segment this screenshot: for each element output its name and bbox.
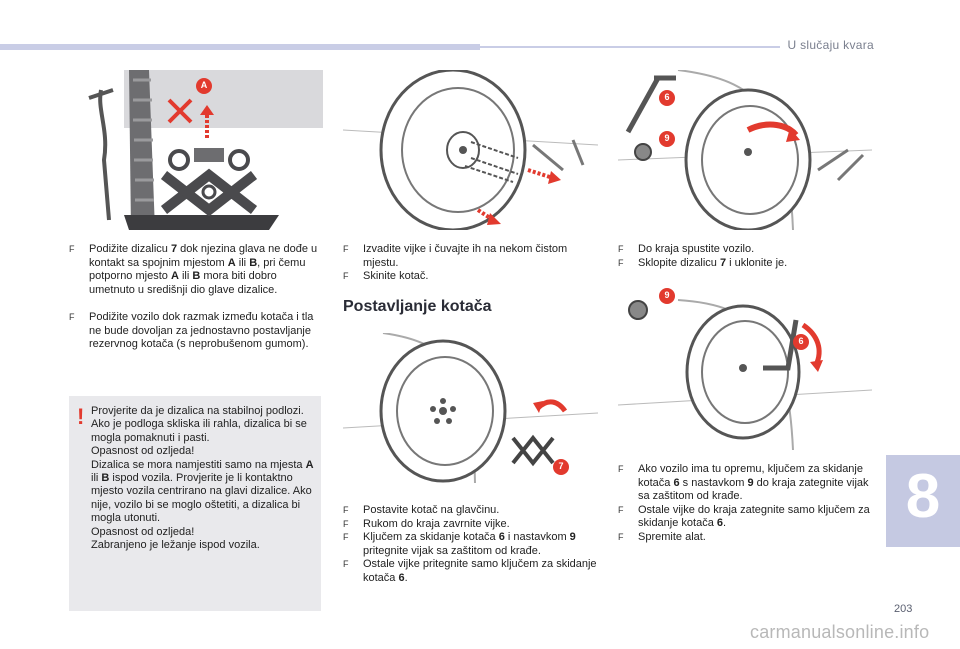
warning-line: Dizalica se mora namjestiti samo na mjes… bbox=[91, 458, 314, 525]
col3-bullet-lower-vehicle: F Do kraja spustite vozilo. bbox=[618, 243, 755, 255]
col3-bullet-fold-jack: F Sklopite dizalicu 7 i uklonite je. bbox=[618, 256, 788, 269]
label-6-badge-top bbox=[659, 90, 675, 106]
col3-bullet-antitheft: F Ako vozilo ima tu opremu, ključem za s… bbox=[618, 463, 869, 502]
warning-line: Zabranjeno je ležanje ispod vozila. bbox=[91, 539, 260, 552]
page-number: 203 bbox=[894, 603, 913, 615]
bullet-marker: F bbox=[343, 532, 349, 542]
col2-bottom-bullets: F Postavite kotač na glavčinu. F Rukom d… bbox=[343, 504, 598, 585]
label-6-bottom: 6 bbox=[798, 336, 804, 346]
wheel-removal-figure bbox=[343, 70, 598, 230]
jack-figure bbox=[69, 70, 323, 230]
bullet-marker: F bbox=[618, 244, 624, 254]
warning-box: ! Provjerite da je dizalica na stabilnoj… bbox=[69, 396, 321, 611]
header-bar bbox=[0, 44, 480, 50]
bullet-marker: F bbox=[343, 271, 349, 281]
col2-bullet-screw-bolts: F Rukom do kraja zavrnite vijke. bbox=[343, 517, 510, 530]
wrench-tightening-figure bbox=[618, 280, 872, 450]
col2-bullet-antitheft: F Ključem za skidanje kotača 6 i nastavk… bbox=[343, 531, 576, 557]
label-9-top: 9 bbox=[664, 133, 670, 143]
col2-bullet-place-wheel: F Postavite kotač na glavčinu. bbox=[343, 504, 500, 516]
col2-top-bullets: F Izvadite vijke i čuvajte ih na nekom č… bbox=[343, 243, 593, 284]
col2-bullet-remove-bolts: F Izvadite vijke i čuvajte ih na nekom č… bbox=[343, 243, 568, 269]
warning-line: Opasnost od ozljeda! bbox=[91, 525, 195, 538]
label-7-badge bbox=[553, 459, 569, 475]
warning-text: Provjerite da je dizalica na stabilnoj p… bbox=[91, 405, 317, 552]
col2-bullet-other-bolts: F Ostale vijke pritegnite samo ključem z… bbox=[343, 558, 597, 584]
label-A-badge bbox=[196, 78, 212, 94]
label-9-badge-bottom bbox=[659, 288, 675, 304]
col3-bullet-other-bolts: F Ostale vijke do kraja zategnite samo k… bbox=[618, 503, 870, 530]
bullet-marker: F bbox=[618, 257, 624, 268]
label-A: A bbox=[200, 80, 208, 90]
bullet-marker: F bbox=[343, 505, 349, 515]
label-7: 7 bbox=[558, 461, 564, 471]
label-9-badge-top bbox=[659, 131, 675, 147]
col1-bullet-raise-vehicle: F Podižite vozilo dok razmak između kota… bbox=[69, 311, 314, 350]
warning-line: Opasnost od ozljeda! bbox=[91, 445, 195, 458]
bullet-marker: F bbox=[69, 312, 75, 322]
label-9-bottom: 9 bbox=[664, 290, 670, 300]
bullet-marker: F bbox=[69, 244, 75, 254]
col3-bottom-bullets: F Ako vozilo ima tu opremu, ključem za s… bbox=[618, 463, 873, 544]
bullet-marker: F bbox=[343, 559, 349, 569]
chapter-tab: 8 bbox=[886, 455, 960, 547]
label-6-badge-bottom bbox=[793, 334, 809, 350]
bullet-marker: F bbox=[618, 531, 624, 542]
chapter-number: 8 bbox=[905, 462, 941, 531]
col3-bullet-store-tools: F Spremite alat. bbox=[618, 530, 706, 543]
bullet-marker: F bbox=[618, 464, 624, 474]
watermark: carmanualsonline.info bbox=[750, 622, 930, 642]
col2-bullet-remove-wheel: F Skinite kotač. bbox=[343, 270, 429, 282]
bullet-marker: F bbox=[618, 504, 624, 515]
wrench-loosening-figure bbox=[618, 70, 872, 230]
bullet-marker: F bbox=[343, 518, 349, 529]
col3-top-bullets: F Do kraja spustite vozilo. F Sklopite d… bbox=[618, 243, 873, 270]
wheel-fitting-figure bbox=[343, 333, 598, 483]
section-heading: Postavljanje kotača bbox=[343, 298, 492, 315]
col1-bullets: F Podižite dizalicu 7 dok njezina glava … bbox=[69, 243, 319, 352]
label-6-top: 6 bbox=[664, 92, 670, 102]
chapter-title: U slučaju kvara bbox=[787, 38, 874, 52]
bullet-marker: F bbox=[343, 244, 349, 254]
col1-bullet-raise-jack: F Podižite dizalicu 7 dok njezina glava … bbox=[69, 243, 318, 296]
warning-line: Provjerite da je dizalica na stabilnoj p… bbox=[91, 405, 307, 444]
warning-exclamation-icon: ! bbox=[77, 404, 85, 429]
header-bar-thin bbox=[480, 46, 780, 48]
